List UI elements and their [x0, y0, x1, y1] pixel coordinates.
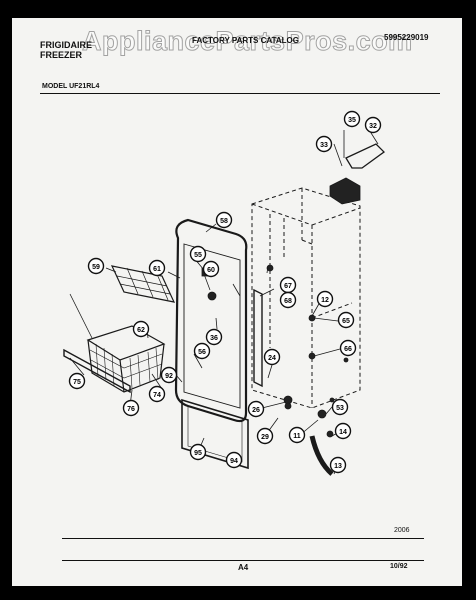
brand-line-2: FREEZER: [40, 50, 83, 60]
svg-text:14: 14: [339, 429, 347, 436]
callout: 65: [337, 311, 355, 329]
svg-text:59: 59: [92, 264, 100, 271]
svg-text:61: 61: [153, 266, 161, 273]
callout: 75: [68, 372, 86, 390]
svg-text:95: 95: [194, 450, 202, 457]
callout: 59: [87, 257, 105, 275]
callout: 12: [316, 290, 334, 308]
svg-text:29: 29: [261, 434, 269, 441]
callout: 58: [215, 211, 233, 229]
footer-rule-top: [62, 538, 424, 539]
svg-text:53: 53: [336, 405, 344, 412]
svg-text:55: 55: [194, 252, 202, 259]
callout: 14: [334, 422, 352, 440]
watermark: AppliancePartsPros.com: [82, 26, 413, 57]
svg-text:66: 66: [344, 346, 352, 353]
callout: 74: [148, 385, 166, 403]
model-rule: [40, 93, 440, 94]
svg-text:68: 68: [284, 298, 292, 305]
drain-tube: [309, 435, 334, 476]
svg-text:13: 13: [334, 463, 342, 470]
callout-markers: 35 32 33 58 59 55 60 67 68 61 12 65 62 3…: [68, 110, 382, 474]
svg-text:67: 67: [284, 283, 292, 290]
svg-text:24: 24: [268, 355, 276, 362]
callout: 67: [279, 276, 297, 294]
callout: 11: [288, 426, 306, 444]
diagram-code: 2006: [394, 527, 410, 534]
callout: 26: [247, 400, 265, 418]
callout: 56: [193, 342, 211, 360]
catalog-number: 5995229019: [384, 33, 429, 42]
callout: 94: [225, 451, 243, 469]
door-gasket: [174, 218, 248, 423]
svg-text:12: 12: [321, 297, 329, 304]
callout: 66: [339, 339, 357, 357]
callout: 61: [148, 259, 166, 277]
svg-text:62: 62: [137, 327, 145, 334]
freezer-basket: [86, 325, 166, 393]
svg-text:56: 56: [198, 349, 206, 356]
callout: 92: [160, 366, 178, 384]
svg-text:75: 75: [73, 379, 81, 386]
callout: 32: [364, 116, 382, 134]
callout: 24: [263, 348, 281, 366]
svg-text:65: 65: [342, 318, 350, 325]
brand-line-1: FRIGIDAIRE: [40, 40, 93, 50]
callout: 55: [189, 245, 207, 263]
door-shelf: [110, 265, 176, 303]
svg-text:94: 94: [230, 458, 238, 465]
callout: 76: [122, 399, 140, 417]
door-panel: [181, 398, 249, 470]
svg-text:35: 35: [348, 117, 356, 124]
top-hinge: [329, 143, 385, 205]
callout: 36: [205, 328, 223, 346]
svg-text:36: 36: [210, 335, 218, 342]
callout: 62: [132, 320, 150, 338]
liner-strip: [253, 288, 263, 388]
svg-text:74: 74: [153, 392, 161, 399]
catalog-title: FACTORY PARTS CATALOG: [192, 36, 299, 45]
svg-text:58: 58: [220, 218, 228, 225]
callout: 29: [256, 427, 274, 445]
callout: 35: [343, 110, 361, 128]
callout: 13: [329, 456, 347, 474]
callout: 53: [331, 398, 349, 416]
brand-block: FRIGIDAIRE FREEZER: [40, 40, 92, 60]
svg-text:92: 92: [165, 373, 173, 380]
svg-text:76: 76: [127, 406, 135, 413]
svg-text:11: 11: [293, 433, 301, 440]
svg-text:33: 33: [320, 142, 328, 149]
parts-catalog-page: AppliancePartsPros.com FRIGIDAIRE FREEZE…: [12, 18, 462, 586]
kick-plate: [63, 348, 131, 394]
callout: 60: [202, 260, 220, 278]
door-gasket-inner: [183, 243, 241, 409]
exploded-parts-diagram: 35 32 33 58 59 55 60 67 68 61 12 65 62 3…: [63, 110, 385, 476]
catalog-date: 10/92: [390, 563, 408, 570]
callout: 33: [315, 135, 333, 153]
svg-text:26: 26: [252, 407, 260, 414]
svg-text:32: 32: [369, 123, 377, 130]
callout: 68: [279, 291, 297, 309]
svg-text:60: 60: [207, 267, 215, 274]
cabinet-outline: [251, 187, 361, 409]
model-label: MODEL UF21RL4: [42, 83, 100, 90]
footer-rule-bottom: [62, 560, 424, 561]
page-number: A4: [238, 563, 249, 572]
callout: 95: [189, 443, 207, 461]
